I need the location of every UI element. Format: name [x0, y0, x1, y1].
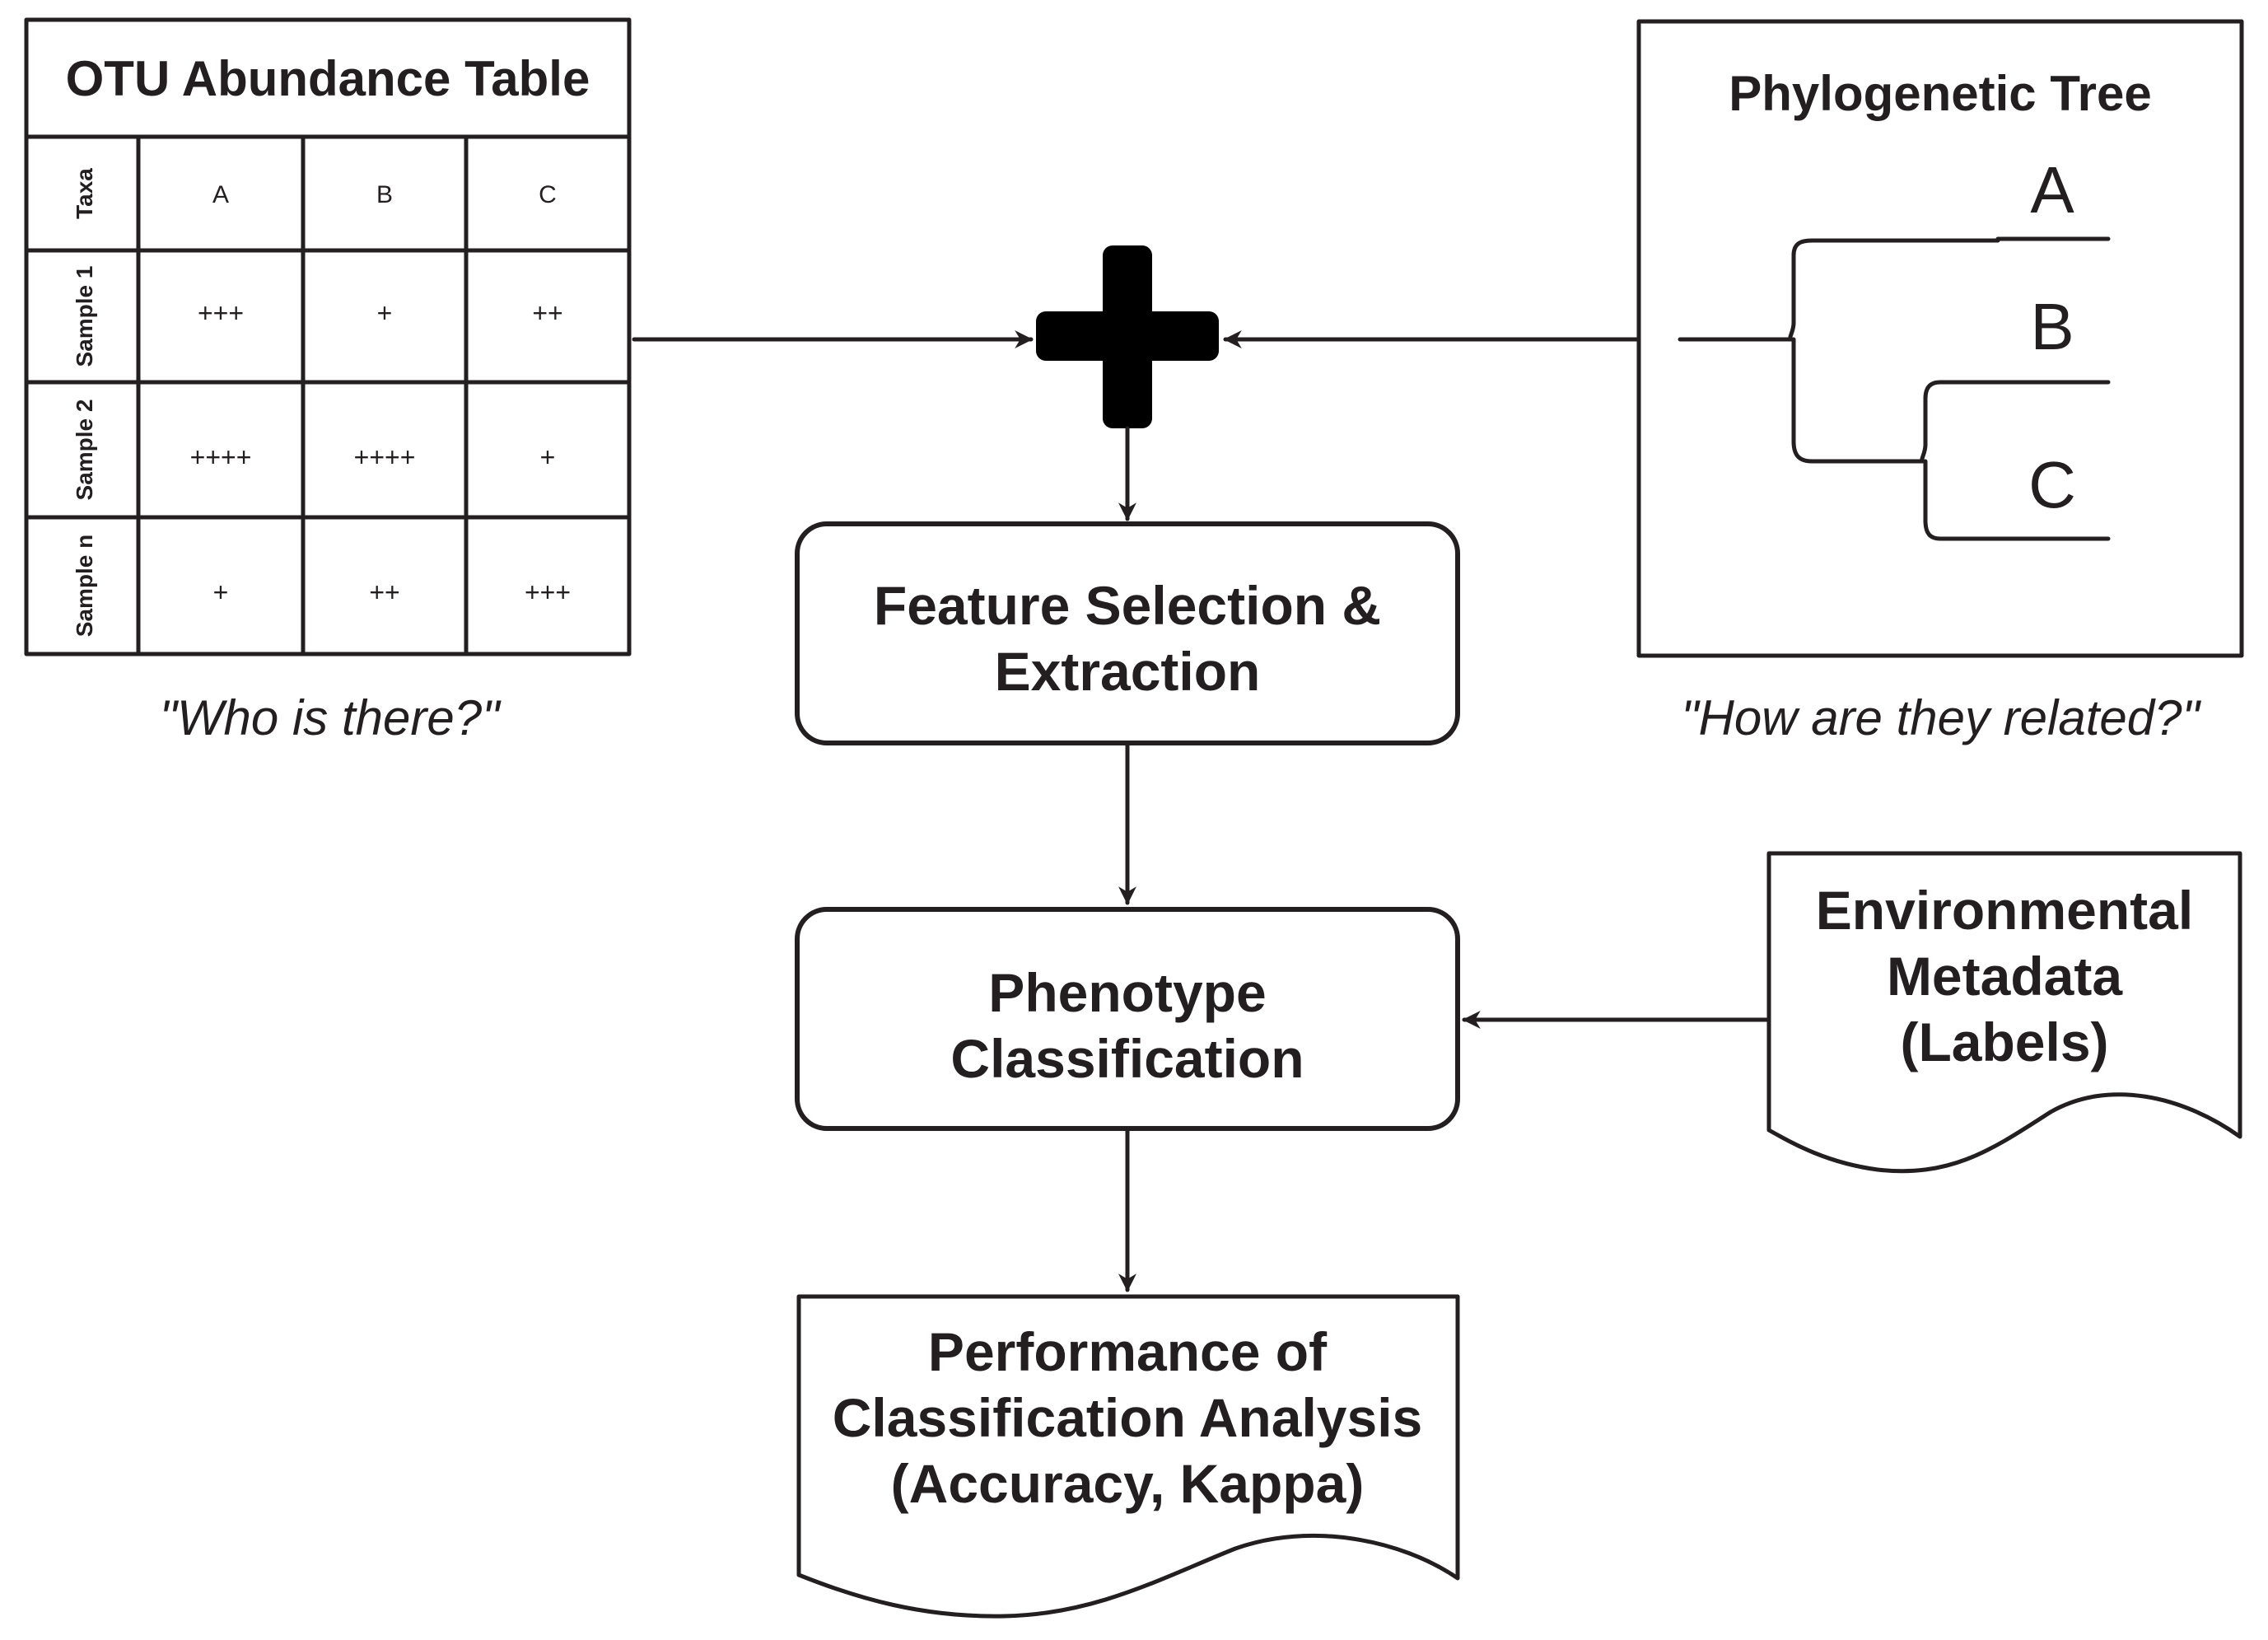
feature-selection-label-line2: Extraction — [995, 641, 1261, 702]
table-cell: ++++ — [354, 442, 416, 472]
tree-branch — [1916, 380, 2111, 464]
phylogenetic-tree-title: Phylogenetic Tree — [1729, 66, 2152, 121]
performance-label-line2: Classification Analysis — [833, 1387, 1423, 1448]
row-label-sample-1: Sample 1 — [72, 266, 97, 367]
column-header: A — [212, 181, 229, 208]
otu-table-title: OTU Abundance Table — [66, 51, 590, 106]
otu-table-caption: "Who is there?" — [160, 690, 502, 745]
row-label-sample-n: Sample n — [72, 535, 97, 637]
column-header: C — [539, 181, 557, 208]
combine-plus-icon — [1036, 245, 1219, 428]
performance-document: Performance of Classification Analysis (… — [796, 1294, 1460, 1619]
environmental-metadata-document: Environmental Metadata (Labels) — [1766, 851, 2242, 1174]
phenotype-classification-label-line1: Phenotype — [988, 962, 1266, 1023]
metadata-label-line3: (Labels) — [1900, 1012, 2108, 1072]
performance-document-shape — [796, 1294, 1460, 1619]
header-label-taxa: Taxa — [72, 168, 97, 219]
tree-leaf-label: B — [2030, 290, 2074, 363]
phylogenetic-tree-panel: Phylogenetic Tree A B C — [1636, 19, 2244, 658]
performance-label-line1: Performance of — [928, 1321, 1328, 1382]
performance-label-line3: (Accuracy, Kappa) — [891, 1453, 1365, 1514]
phylogenetic-tree-caption: "How are they related?" — [1681, 690, 2201, 745]
feature-selection-box: Feature Selection & Extraction — [795, 521, 1460, 745]
tree-branch — [1678, 238, 2000, 342]
table-cell: ++ — [369, 577, 399, 607]
phenotype-classification-label-line2: Classification — [950, 1028, 1304, 1089]
table-cell: +++ — [525, 577, 571, 607]
tree-leaf-label: A — [2030, 153, 2074, 227]
table-cell: ++++ — [190, 442, 252, 472]
table-cell: +++ — [198, 298, 244, 328]
tree-branch — [1923, 459, 2111, 541]
otu-table-border — [24, 17, 632, 656]
table-cell: + — [213, 577, 229, 607]
metadata-label-line2: Metadata — [1887, 946, 2123, 1007]
tree-branch — [1791, 337, 1921, 464]
table-cell: + — [377, 298, 393, 328]
otu-table: OTU Abundance Table Taxa A B C Sample 1 … — [24, 17, 632, 656]
metadata-label-line1: Environmental — [1816, 880, 2193, 941]
row-label-sample-2: Sample 2 — [72, 399, 97, 501]
table-cell: ++ — [532, 298, 562, 328]
phenotype-classification-box: Phenotype Classification — [795, 907, 1460, 1131]
feature-selection-label-line1: Feature Selection & — [874, 575, 1381, 636]
tree-leaf-label: C — [2028, 448, 2076, 521]
metadata-document-shape — [1766, 851, 2242, 1174]
column-header: B — [376, 181, 393, 208]
table-cell: + — [540, 442, 556, 472]
